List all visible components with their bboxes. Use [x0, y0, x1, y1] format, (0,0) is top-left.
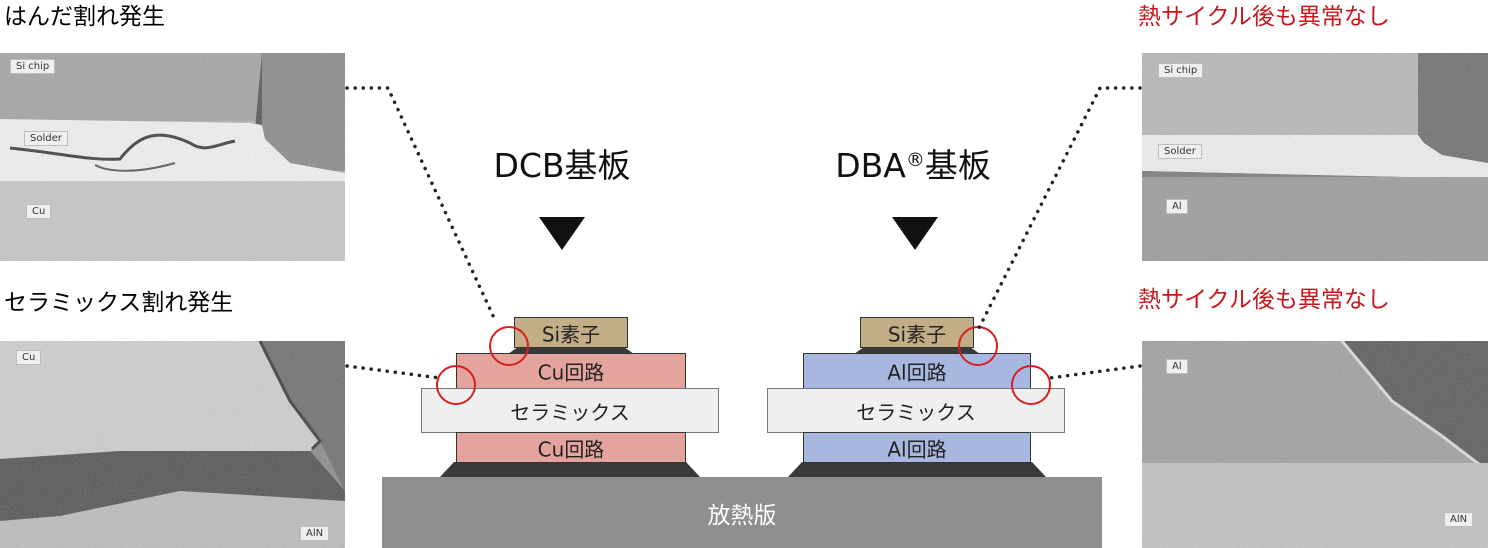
- dba-bottom-aluminum: Al回路: [803, 432, 1031, 463]
- dba-down-arrow: [892, 217, 938, 250]
- registered-mark: ®: [905, 149, 925, 171]
- solder-crack-caption: はんだ割れ発生: [4, 4, 165, 30]
- dcb-down-arrow: [539, 217, 585, 250]
- dba-top-aluminum-label: Al回路: [887, 360, 947, 385]
- dcb-bottom-copper: Cu回路: [456, 432, 686, 463]
- dba-ceramic-label: セラミックス: [856, 400, 976, 424]
- dba-solder-leader: [976, 86, 1142, 332]
- dba-substrate-title: DBA®基板: [818, 146, 1008, 186]
- cu-tag-2: Cu: [16, 350, 42, 365]
- heat-sink-label: 放熱版: [707, 502, 777, 529]
- dcb-si-chip: Si素子: [514, 317, 628, 348]
- heat-sink-plate: 放熱版: [382, 477, 1102, 548]
- dba-si-label: Si素子: [887, 322, 947, 346]
- dba-title-suffix: 基板: [924, 146, 991, 185]
- dba-ceramic-leader: [1048, 364, 1142, 380]
- dcb-solder-ring: [489, 326, 529, 366]
- dcb-solder-leader: [345, 86, 497, 322]
- no-abnormality-caption-top: 熱サイクル後も異常なし: [1138, 4, 1390, 30]
- no-abnormality-caption-bottom: 熱サイクル後も異常なし: [1138, 287, 1390, 313]
- aln-tag: AlN: [300, 526, 330, 541]
- dba-bottom-aluminum-label: Al回路: [887, 437, 947, 461]
- al-tag: Al: [1166, 199, 1188, 214]
- aln-tag-2: AlN: [1444, 512, 1474, 527]
- dcb-si-label: Si素子: [541, 322, 601, 346]
- dcb-ceramic-ring: [436, 365, 476, 405]
- solder-tag: Solder: [24, 131, 68, 146]
- si-chip-tag: Si chip: [10, 59, 56, 74]
- dcb-substrate-title: DCB基板: [493, 146, 631, 185]
- dcb-top-copper-label: Cu回路: [537, 360, 605, 385]
- dba-ceramic-photo: Al AlN: [1142, 341, 1488, 548]
- dba-solder-photo: Si chip Solder Al: [1142, 53, 1488, 261]
- dcb-ceramic-label: セラミックス: [510, 400, 630, 424]
- dcb-bottom-copper-label: Cu回路: [537, 437, 605, 461]
- ceramic-crack-photo: Cu AlN: [0, 341, 345, 548]
- solder-crack-photo: Si chip Solder Cu: [0, 53, 345, 261]
- dba-si-chip: Si素子: [860, 317, 974, 348]
- dba-ceramic-ring: [1011, 365, 1051, 405]
- cu-tag: Cu: [26, 204, 52, 219]
- dcb-ceramic-leader: [345, 364, 442, 380]
- solder-tag-right: Solder: [1158, 144, 1202, 159]
- al-tag-2: Al: [1166, 359, 1188, 374]
- ceramic-crack-caption: セラミックス割れ発生: [4, 290, 234, 316]
- si-chip-tag-right: Si chip: [1158, 63, 1204, 78]
- dba-title-text: DBA: [835, 146, 906, 185]
